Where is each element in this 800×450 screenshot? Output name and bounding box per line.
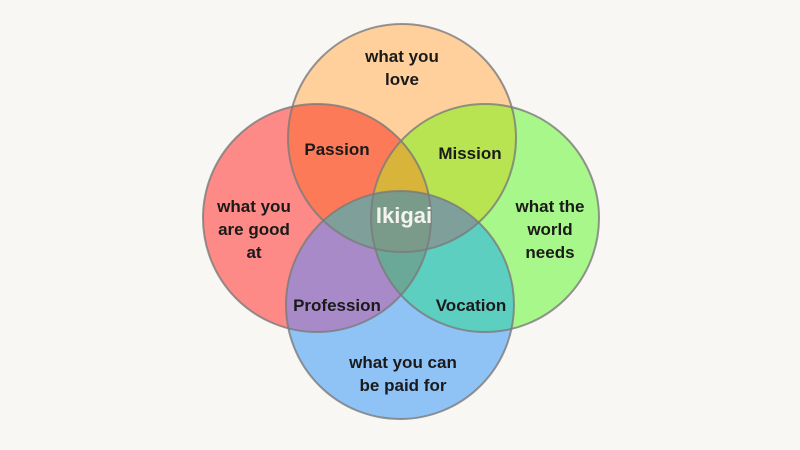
label-vocation: Vocation bbox=[436, 296, 507, 315]
outline-left bbox=[202, 103, 432, 333]
label-love-line1: what you bbox=[364, 47, 439, 66]
label-good-at-line1: what you bbox=[216, 197, 291, 216]
label-love-line2: love bbox=[385, 70, 419, 89]
label-mission: Mission bbox=[438, 144, 501, 163]
label-passion: Passion bbox=[304, 140, 369, 159]
label-world-needs-line1: what the bbox=[515, 197, 585, 216]
label-world-needs-line2: world bbox=[526, 220, 572, 239]
outline-right bbox=[370, 103, 600, 333]
label-paid-for-line1: what you can bbox=[348, 353, 457, 372]
label-good-at-line3: at bbox=[246, 243, 261, 262]
label-world-needs-line3: needs bbox=[525, 243, 574, 262]
label-good-at-line2: are good bbox=[218, 220, 290, 239]
label-ikigai: Ikigai bbox=[376, 203, 432, 228]
label-profession: Profession bbox=[293, 296, 381, 315]
outline-top bbox=[287, 23, 517, 253]
outline-bottom bbox=[285, 190, 515, 420]
label-paid-for-line2: be paid for bbox=[360, 376, 447, 395]
